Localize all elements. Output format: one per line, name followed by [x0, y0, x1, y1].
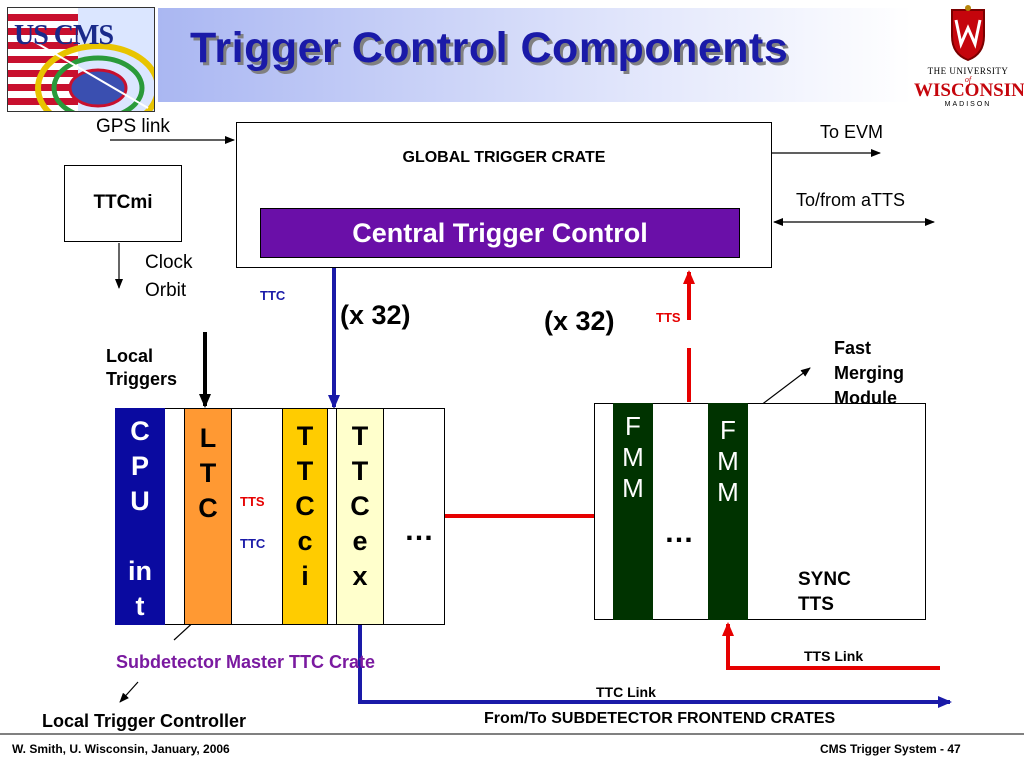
cpu-card: C P U in t — [115, 408, 165, 625]
cpu-card-label: C P U — [130, 416, 150, 517]
global-trigger-crate: GLOBAL TRIGGER CRATE Central Trigger Con… — [236, 122, 772, 268]
gps-link-label: GPS link — [96, 116, 170, 137]
fmm1-card: F M M — [613, 403, 653, 620]
from-to-frontend-label: From/To SUBDETECTOR FRONTEND CRATES — [484, 710, 836, 727]
central-trigger-control-label: Central Trigger Control — [352, 218, 648, 248]
orbit-label: Orbit — [145, 280, 187, 301]
ttcmi-label: TTCmi — [93, 192, 153, 213]
uscms-logo: US CMS — [7, 7, 155, 112]
ellipsis-left: … — [404, 514, 434, 547]
subdetector-master-crate — [115, 408, 445, 625]
fast-merging-module-label: Fast Merging Module — [834, 338, 904, 409]
uscms-logo-text: US CMS — [14, 20, 114, 51]
clock-label: Clock — [145, 252, 193, 273]
ttc-top-label: TTC — [260, 288, 286, 303]
wisconsin-line3: WISCONSIN — [914, 80, 1024, 101]
ttcmi-box: TTCmi — [64, 165, 182, 242]
wisconsin-line2: of — [964, 75, 972, 84]
subdetector-master-label: Subdetector Master TTC Crate — [116, 652, 376, 672]
footer-right: CMS Trigger System - 47 — [820, 742, 961, 756]
footer-left: W. Smith, U. Wisconsin, January, 2006 — [12, 742, 230, 756]
wisconsin-logo: THE UNIVERSITY of WISCONSIN MADISON — [914, 4, 1024, 110]
central-trigger-control-box: Central Trigger Control — [260, 208, 740, 258]
header-band — [158, 8, 912, 102]
tts-link-line — [722, 622, 940, 670]
to-from-atts-label: To/from aTTS — [796, 190, 906, 210]
ltc-card: L T C — [184, 408, 232, 625]
ttcci-card: T T C c i — [282, 408, 328, 625]
global-trigger-crate-label: GLOBAL TRIGGER CRATE — [402, 149, 606, 166]
ellipsis-right: … — [664, 516, 694, 549]
to-evm-label: To EVM — [820, 122, 884, 142]
ttcci-card-label: T T C c i — [295, 421, 315, 592]
ttc-inner-label: TTC — [240, 536, 266, 551]
tts-inner-label: TTS — [240, 494, 265, 509]
tts-link-label: TTS Link — [804, 648, 864, 664]
x32-right-label: (x 32) — [544, 306, 615, 336]
ltc-card-label: L T C — [198, 423, 218, 524]
ttcex-card: T T C e x — [336, 408, 384, 625]
wisconsin-line4: MADISON — [944, 101, 992, 108]
fmm2-card-label: F M M — [717, 415, 739, 508]
local-trigger-controller-label: Local Trigger Controller — [42, 711, 247, 731]
ttc-link-line — [358, 625, 952, 708]
ltc-pointer-line — [119, 681, 139, 703]
tts-top-label: TTS — [656, 310, 681, 325]
wisconsin-line1: THE UNIVERSITY — [927, 66, 1009, 76]
fmm2-card: F M M — [708, 403, 748, 620]
ttc-link-label: TTC Link — [596, 684, 656, 700]
wisconsin-crest-icon — [951, 5, 985, 62]
x32-left-label: (x 32) — [340, 300, 411, 330]
ttcex-card-label: T T C e x — [350, 421, 370, 592]
sync-tts-label: SYNC TTS — [798, 569, 851, 615]
slide-title: Trigger Control Components — [190, 24, 789, 72]
fmm1-card-label: F M M — [622, 411, 644, 504]
cpu-card-label-int: in t — [128, 556, 152, 622]
local-triggers-label: Local Triggers — [106, 346, 178, 390]
uscms-logo-graphic — [8, 8, 154, 111]
